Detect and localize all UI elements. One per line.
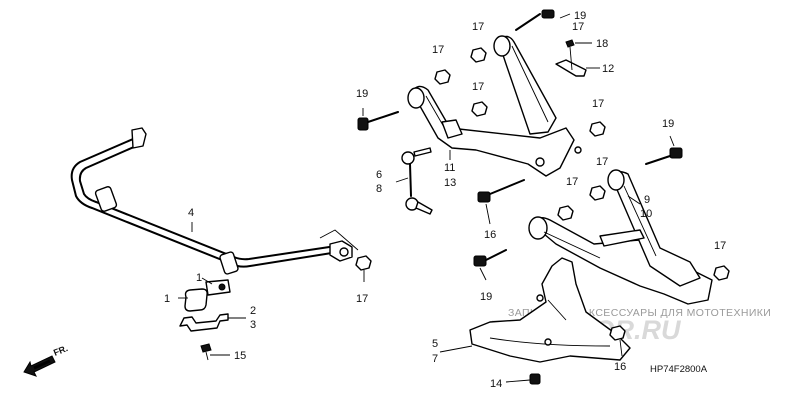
callout-2: 2 [250, 305, 256, 317]
callout-1-lower: 1 [164, 293, 170, 305]
callout-19-bottom: 19 [480, 291, 492, 303]
callout-9: 9 [644, 194, 650, 206]
callout-11: 11 [444, 162, 455, 174]
callout-6: 6 [376, 169, 382, 181]
callout-1-upper: 1 [196, 272, 202, 284]
diagram-code: HP74F2800A [650, 364, 708, 375]
callout-12: 12 [602, 63, 614, 75]
callout-14: 14 [490, 378, 502, 390]
callout-17-b: 17 [472, 21, 484, 33]
callout-17-a: 17 [432, 44, 444, 56]
front-direction-arrow-icon [23, 355, 56, 377]
callout-19-left: 19 [356, 88, 368, 100]
bolt-19-top[interactable] [515, 9, 555, 31]
callout-13: 13 [444, 177, 456, 189]
nut-17-g[interactable] [713, 265, 730, 281]
callout-19-top: 19 [574, 10, 586, 22]
bracket-12[interactable] [555, 39, 587, 77]
bolt-16[interactable] [477, 179, 525, 203]
callout-16-bottom: 16 [614, 361, 626, 373]
bushing-holder[interactable] [179, 313, 229, 332]
nut-17-f[interactable] [557, 205, 574, 221]
callout-17-g: 17 [714, 240, 726, 252]
bolt-19-left[interactable] [357, 111, 399, 131]
front-arrow-label: FR. [52, 343, 69, 358]
callout-17-e: 17 [596, 156, 608, 168]
nut-17-h[interactable] [355, 255, 372, 271]
bolt-19-bottom[interactable] [473, 249, 507, 267]
callout-18: 18 [596, 38, 608, 50]
callout-16-left: 16 [484, 229, 496, 241]
callout-7: 7 [432, 353, 438, 365]
callout-15: 15 [234, 350, 246, 362]
stabilizer-link[interactable] [401, 147, 433, 215]
callout-3: 3 [250, 319, 256, 331]
arm-guard[interactable] [469, 257, 631, 363]
nut-17-a[interactable] [434, 69, 451, 85]
nut-16[interactable] [609, 325, 626, 341]
callout-17-i: 17 [572, 21, 584, 33]
bolt-14[interactable] [529, 373, 541, 385]
callout-8: 8 [376, 183, 382, 195]
nut-17-b[interactable] [470, 47, 487, 63]
nut-17-d[interactable] [589, 121, 606, 137]
leader-lines [178, 13, 675, 383]
nut-17-c[interactable] [471, 101, 488, 117]
nut-17-e[interactable] [589, 185, 606, 201]
callout-17-d: 17 [592, 98, 604, 110]
callout-17-f: 17 [566, 176, 578, 188]
callout-10: 10 [640, 208, 652, 220]
upper-arm[interactable] [407, 35, 582, 177]
stabilizer-bar[interactable] [70, 127, 353, 275]
stabilizer-bushing[interactable] [184, 288, 208, 312]
callout-4: 4 [188, 207, 194, 219]
callout-5: 5 [432, 338, 438, 350]
callout-17-h: 17 [356, 293, 368, 305]
bar-bracket-line [319, 229, 359, 251]
callout-17-c: 17 [472, 81, 484, 93]
bolt-19-right[interactable] [645, 147, 683, 165]
callout-19-right: 19 [662, 118, 674, 130]
flange-bolt-15[interactable] [200, 343, 212, 361]
